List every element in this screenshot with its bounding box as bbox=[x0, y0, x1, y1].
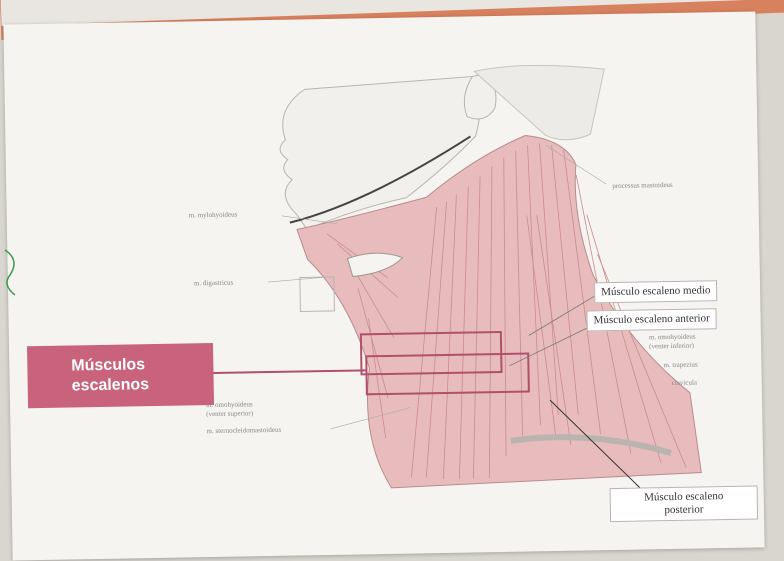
faint-label-mylohyoideus: m. mylohyoideus bbox=[189, 211, 238, 221]
label-escaleno-anterior: Músculo escaleno anterior bbox=[586, 308, 716, 331]
main-label-line1: Músculos bbox=[71, 354, 213, 376]
faint-label-processus: processus mastoideus bbox=[612, 181, 673, 191]
pen-doodle bbox=[0, 240, 30, 300]
pointer-digastricus bbox=[268, 277, 328, 282]
faint-omohyoideus-right-sub: (venter inferior) bbox=[649, 342, 696, 352]
label-escaleno-medio: Músculo escaleno medio bbox=[594, 280, 718, 303]
label-posterior-line2: posterior bbox=[617, 503, 751, 518]
faint-omohyoideus-lower-sub: (venter superior) bbox=[206, 409, 253, 419]
faint-label-sternocleido: m. sternocleidomastoideus bbox=[206, 426, 281, 436]
anatomy-card: Músculos escalenos Músculo escaleno medi… bbox=[3, 11, 764, 560]
connector-main bbox=[213, 370, 366, 373]
faint-label-trapezius: m. trapezius bbox=[663, 361, 697, 371]
main-label-escalenos: Músculos escalenos bbox=[27, 343, 214, 408]
label-escaleno-posterior: Músculo escaleno posterior bbox=[610, 486, 759, 523]
faint-label-omohyoideus-right: m. omohyoideus (venter inferior) bbox=[649, 333, 696, 352]
main-label-line2: escalenos bbox=[72, 374, 214, 396]
faint-label-clavicula: clavicula bbox=[672, 379, 697, 388]
faint-label-omohyoideus-lower: m. omohyoideus (venter superior) bbox=[206, 400, 253, 419]
faint-label-digastricus: m. digastricus bbox=[194, 279, 233, 289]
